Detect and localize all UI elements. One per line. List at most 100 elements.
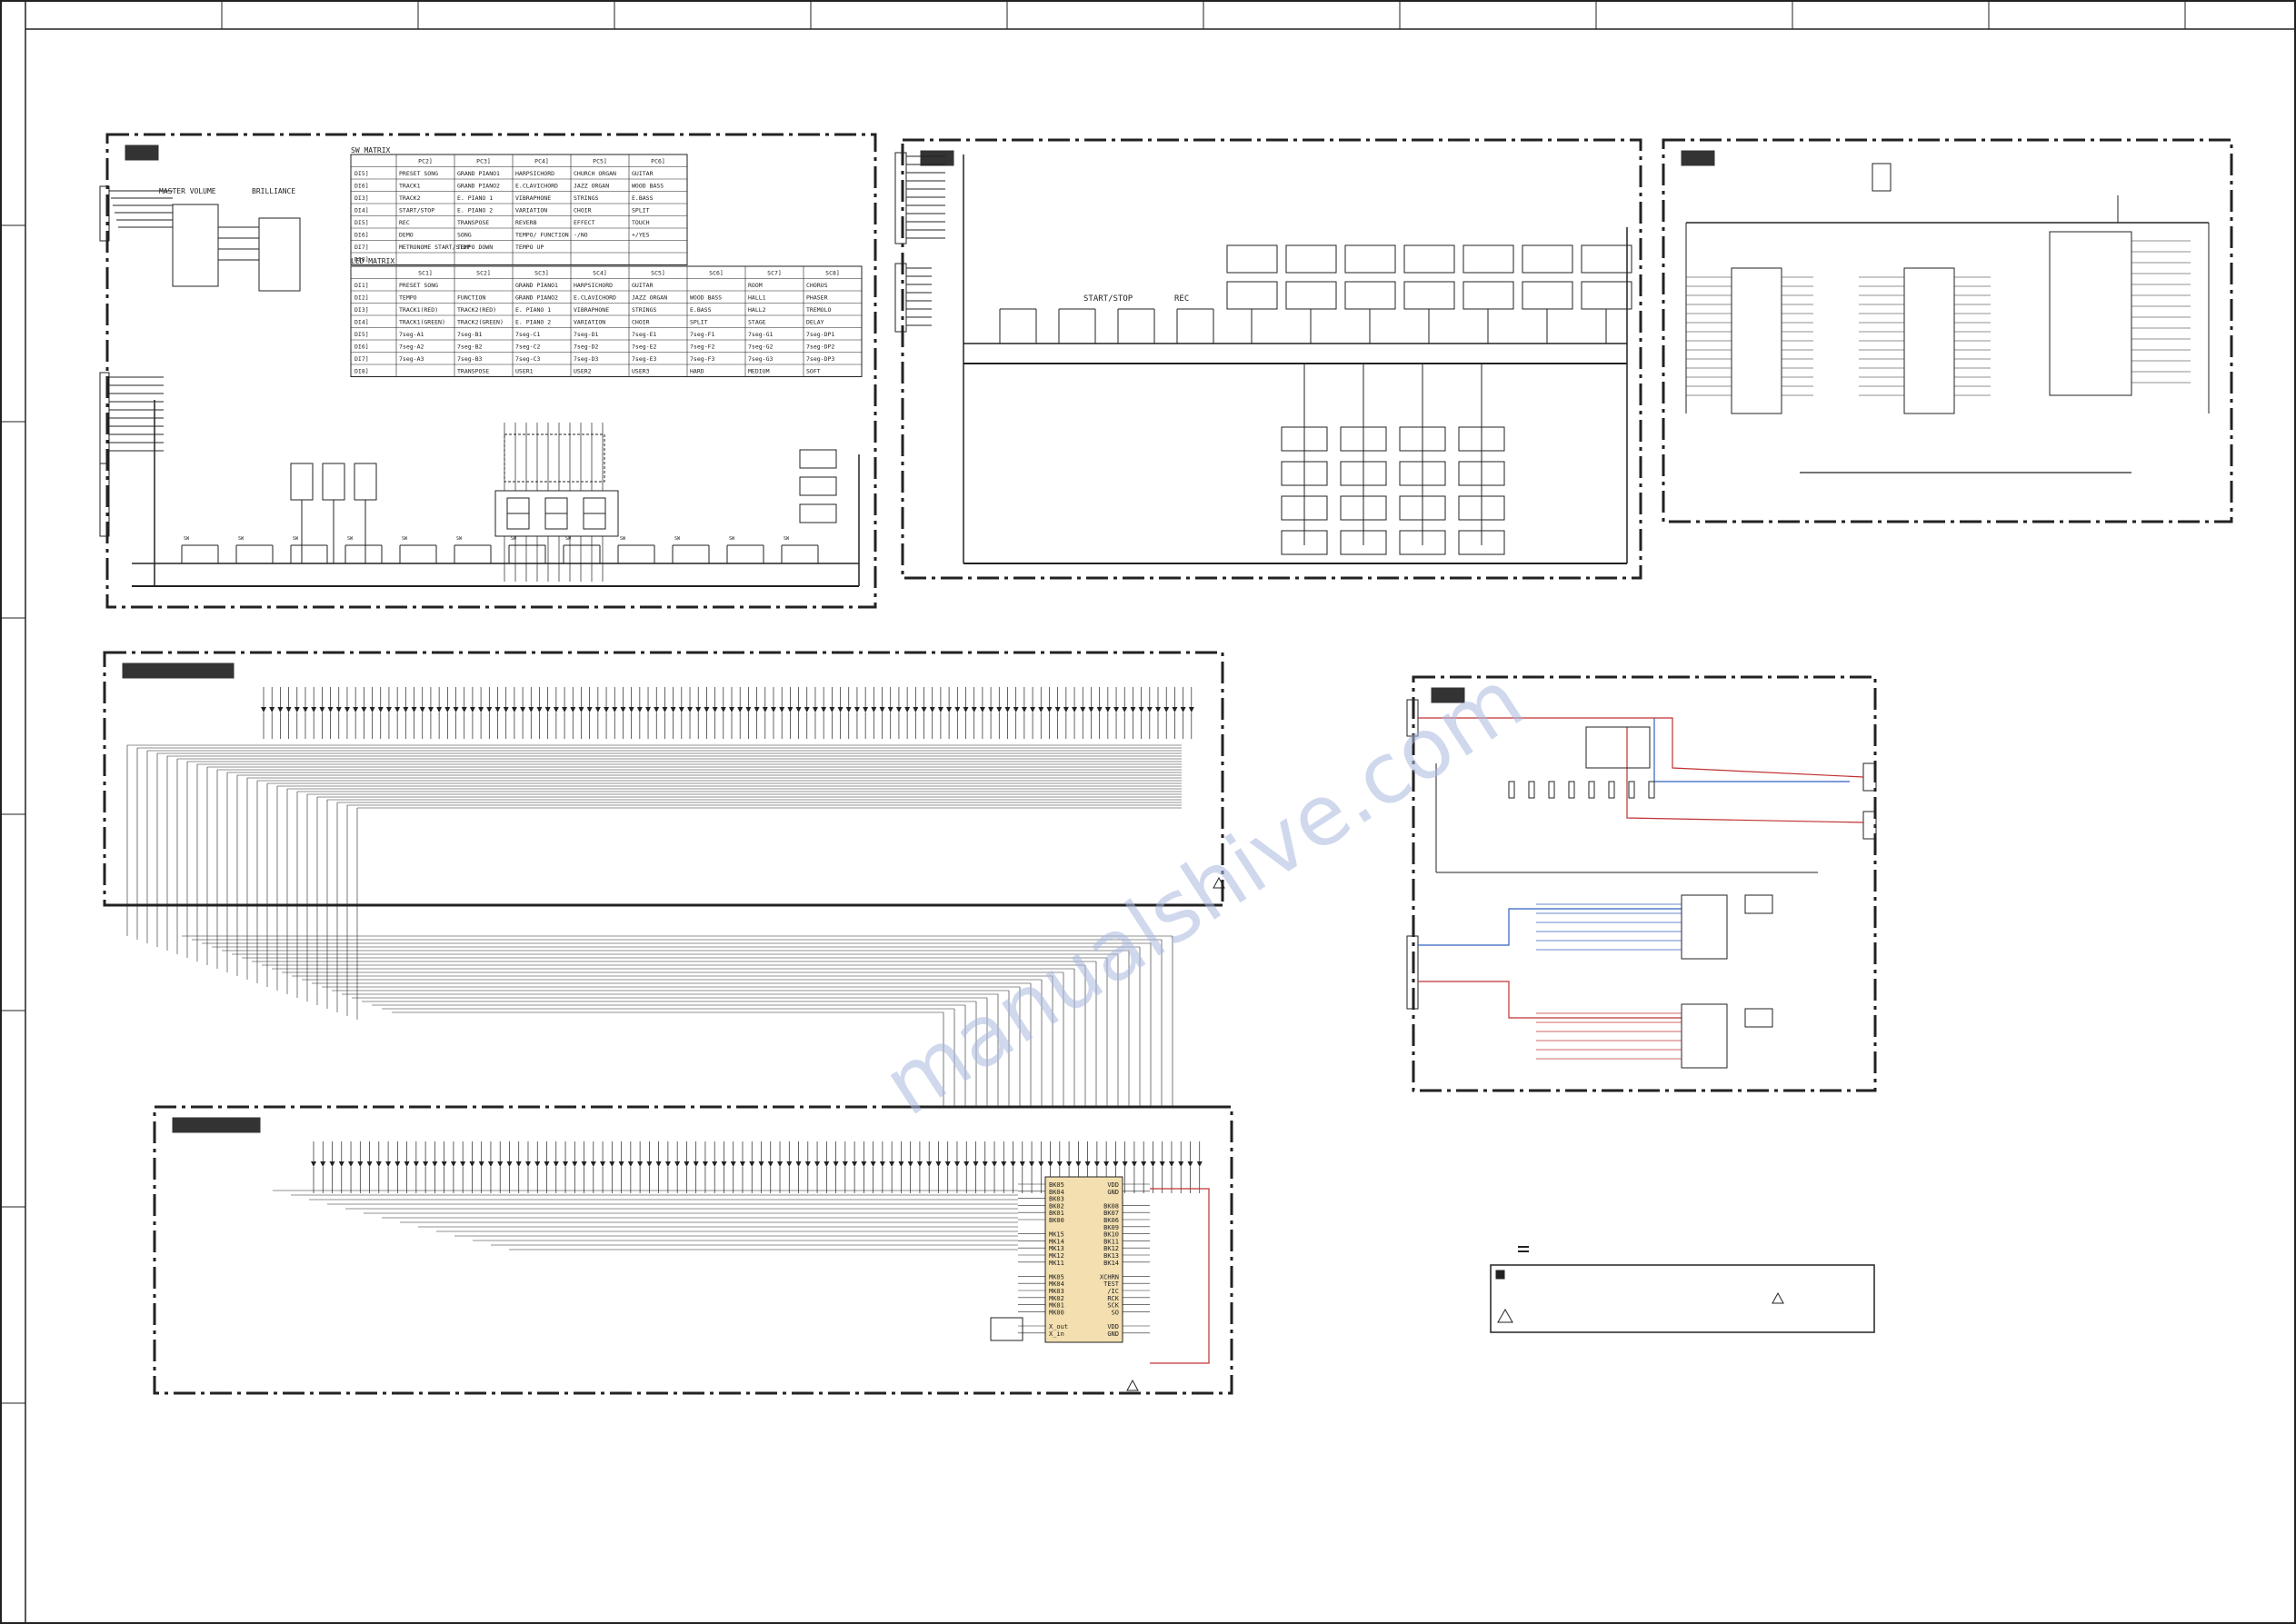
diode xyxy=(594,707,601,712)
diode xyxy=(730,1161,736,1167)
diode xyxy=(971,707,977,712)
table-row-port: DI8] xyxy=(354,368,369,375)
diode xyxy=(269,707,275,712)
diode xyxy=(636,707,643,712)
led-pair xyxy=(1226,281,1278,310)
diode xyxy=(294,707,300,712)
table-cell: 7seg-D1 xyxy=(574,331,598,338)
resistor-array xyxy=(504,433,605,483)
connector xyxy=(894,152,907,244)
diode xyxy=(503,707,509,712)
connector xyxy=(99,463,110,537)
table-cell: PHASER xyxy=(806,294,828,302)
diode xyxy=(729,707,734,712)
diode xyxy=(302,707,308,712)
table-row-port: DI3] xyxy=(354,194,369,202)
ic-pin-label: MK12 xyxy=(1049,1252,1064,1260)
diode xyxy=(693,1161,699,1167)
table-row-port: DI5] xyxy=(354,170,369,177)
table-cell: -/NO xyxy=(574,232,588,239)
diode xyxy=(544,1161,550,1167)
diode xyxy=(1004,707,1011,712)
diode xyxy=(478,707,484,712)
diode xyxy=(1146,707,1153,712)
table-cell: VIBRAPHONE xyxy=(574,306,609,314)
table-cell: 7seg-DP3 xyxy=(806,355,834,363)
ic-chip xyxy=(1903,267,1955,414)
panel-border xyxy=(153,1105,1233,1395)
table-cell: TRACK1(RED) xyxy=(399,306,438,314)
led-pair xyxy=(1226,244,1278,274)
notes-marker xyxy=(1495,1270,1505,1280)
ic-pin-label: BK09 xyxy=(1103,1224,1119,1231)
led xyxy=(290,463,314,501)
diode xyxy=(737,707,744,712)
diode xyxy=(1122,707,1128,712)
table-cell: 7seg-B2 xyxy=(457,344,482,351)
diode xyxy=(887,707,893,712)
diode xyxy=(609,1161,615,1167)
ic-pin-label: RCK xyxy=(1107,1295,1119,1302)
ic-pin-label: BK06 xyxy=(1103,1217,1119,1224)
table-row-port: DI6] xyxy=(354,232,369,239)
regulator xyxy=(1872,163,1892,192)
diode xyxy=(1066,1161,1073,1167)
sw-matrix-table-border xyxy=(350,154,688,265)
diode xyxy=(511,707,517,712)
diode xyxy=(1178,1161,1184,1167)
diode xyxy=(261,707,266,712)
diode xyxy=(889,1161,895,1167)
diode xyxy=(963,707,969,712)
brilliance-label: BRILLIANCE xyxy=(252,187,295,195)
diode xyxy=(720,707,726,712)
ic-chip xyxy=(2049,231,2132,396)
table-cell: 7seg-E1 xyxy=(632,331,656,338)
diode xyxy=(469,1161,475,1167)
led xyxy=(354,463,377,501)
table-cell: USER3 xyxy=(632,368,650,375)
diode xyxy=(486,707,493,712)
diode xyxy=(620,707,626,712)
diode xyxy=(604,707,610,712)
notes-box xyxy=(1126,876,1875,1391)
led-pair xyxy=(1581,281,1632,310)
diode xyxy=(954,707,961,712)
diode xyxy=(795,1161,802,1167)
table-cell: WOOD BASS xyxy=(632,183,664,190)
diode xyxy=(1001,1161,1007,1167)
diode xyxy=(1084,1161,1091,1167)
capacitor xyxy=(1568,781,1575,799)
table-cell: 7seg-C2 xyxy=(515,344,540,351)
table-cell: 7seg-C3 xyxy=(515,355,540,363)
diode xyxy=(870,1161,876,1167)
diode xyxy=(758,1161,764,1167)
rec-label: REC xyxy=(1174,294,1189,304)
ic-pin-label: SCK xyxy=(1107,1302,1119,1310)
table-cell: 7seg-DP1 xyxy=(806,331,834,338)
connector xyxy=(1406,935,1419,1010)
switch-label: SW xyxy=(620,536,626,542)
capacitor xyxy=(1588,781,1595,799)
led-matrix-title: LED MATRIX xyxy=(351,257,394,265)
sw-matrix-title: SW MATRIX xyxy=(351,146,391,154)
ic-pin-label: BK00 xyxy=(1049,1217,1064,1224)
diode xyxy=(335,707,342,712)
table-row-port: DI4] xyxy=(354,207,369,214)
table-cell: START/STOP xyxy=(399,207,434,214)
ic-pin-label: MK15 xyxy=(1049,1231,1064,1239)
ic-pin-label: BK07 xyxy=(1103,1210,1119,1217)
ic-chip xyxy=(1731,267,1782,414)
ic-pin-label: MK02 xyxy=(1049,1295,1064,1302)
table-header: SC4] xyxy=(593,270,607,277)
diode xyxy=(767,1161,774,1167)
diode xyxy=(895,707,902,712)
diode xyxy=(1138,707,1144,712)
diode xyxy=(450,1161,456,1167)
diode xyxy=(348,1161,354,1167)
table-cell: GUITAR xyxy=(632,170,654,177)
table-cell: PRESET SONG xyxy=(399,282,438,289)
diode xyxy=(377,707,384,712)
diode xyxy=(1196,1161,1203,1167)
panel-border xyxy=(1662,138,2233,523)
